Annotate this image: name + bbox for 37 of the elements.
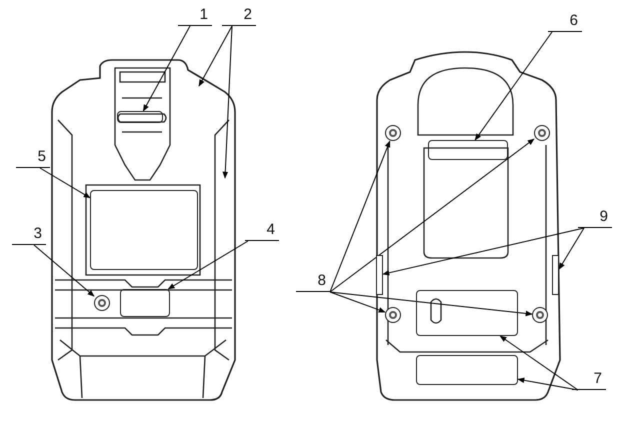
leader-line [517,378,578,390]
side-slot [376,255,383,295]
part-outline [90,190,198,270]
leader-line [40,168,91,198]
leader-line [142,26,190,112]
leader-line [558,228,584,270]
screw-head [385,125,401,141]
callout-number: 2 [222,6,256,26]
screw-head [385,307,401,323]
side-slot [552,255,559,295]
leader-line [500,336,578,390]
callout-number: 6 [548,12,582,32]
callout-number: 3 [12,225,46,245]
leader-line [168,240,248,290]
leader-line [330,138,535,292]
part-outline [416,290,518,336]
part-outline [117,111,163,123]
leader-line [330,292,533,316]
callout-number: 1 [178,6,212,26]
leader-line [34,244,95,297]
screw-head [532,307,548,323]
leader-line [330,292,386,313]
leader-line [474,32,552,141]
screw-head [94,295,110,311]
leader-line [382,228,584,276]
callout-number: 7 [572,370,606,390]
callout-number: 9 [578,208,612,228]
callout-number: 5 [16,148,50,168]
part-outline [120,289,170,317]
callout-number: 8 [296,272,330,292]
part-outline [428,140,508,160]
callout-number: 4 [245,221,279,241]
screw-head [534,125,550,141]
leader-line [222,26,232,179]
part-outline [416,355,518,385]
leader-line [330,140,390,292]
leader-line [198,26,232,87]
